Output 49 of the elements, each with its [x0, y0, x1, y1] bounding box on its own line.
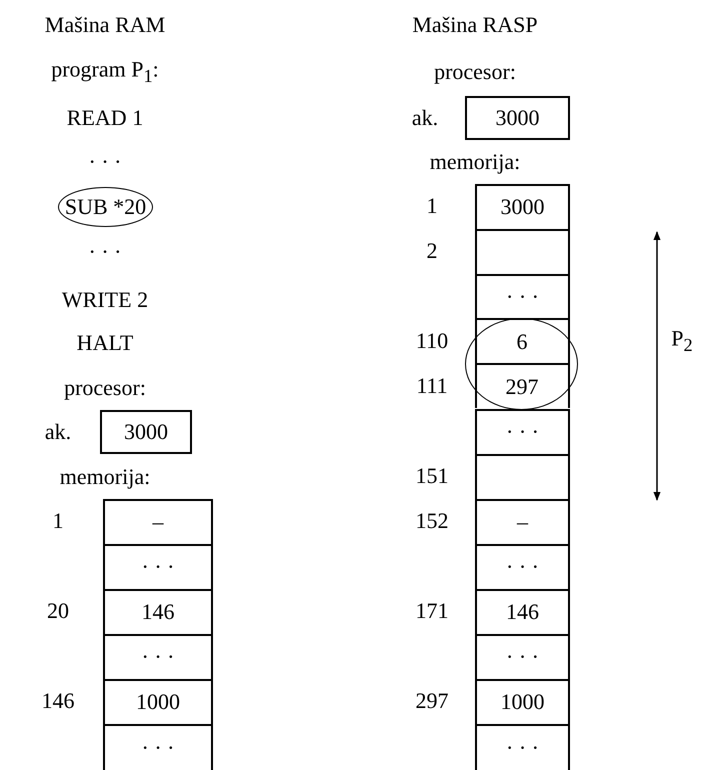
register-label: ak.	[44, 421, 72, 443]
address-label: 297	[416, 690, 448, 712]
address-label: 111	[416, 375, 448, 397]
address-label: 1	[52, 510, 64, 532]
instruction: WRITE 2	[62, 289, 148, 311]
heading: Mašina RAM	[44, 14, 166, 36]
memory-cell: · · ·	[103, 724, 213, 770]
instruction: READ 1	[66, 107, 144, 129]
register-label: ak.	[412, 107, 438, 129]
highlight-ellipse: SUB *20	[58, 187, 153, 227]
memory-cell: · · ·	[475, 544, 570, 588]
address-label: 146	[42, 690, 74, 712]
accumulator-box: 3000	[100, 410, 192, 454]
memory-cell: · · ·	[103, 634, 213, 678]
section-label: memorija:	[60, 466, 150, 488]
highlight-ellipse	[465, 318, 578, 410]
memory-cell: · · ·	[475, 724, 570, 770]
ellipsis: · · ·	[88, 151, 122, 173]
memory-cell: 6	[474, 318, 570, 363]
memory-cell: 1000	[475, 678, 570, 724]
range-label: P$_{2}$	[671, 328, 693, 354]
memory-cell: 146	[103, 588, 213, 634]
address-label: 152	[416, 510, 448, 532]
section-label: procesor:	[64, 377, 146, 399]
memory-cell: · · ·	[475, 634, 570, 678]
program-label: program P$_{1}$:	[51, 58, 159, 86]
address-label: 171	[416, 600, 448, 622]
ellipsis: · · ·	[88, 241, 122, 263]
address-label: 20	[47, 600, 69, 622]
section-label: procesor:	[434, 61, 516, 83]
memory-cell: 297	[474, 363, 570, 408]
memory-cell	[475, 454, 570, 498]
accumulator-box: 3000	[465, 96, 570, 140]
address-label: 2	[426, 240, 438, 262]
address-label: 1	[426, 195, 438, 217]
memory-cell: –	[475, 498, 570, 544]
memory-cell: 3000	[475, 184, 570, 228]
address-label: 110	[416, 330, 448, 352]
memory-cell: –	[103, 498, 213, 544]
address-label: 151	[416, 465, 448, 487]
memory-cell	[475, 228, 570, 274]
memory-cell: · · ·	[103, 544, 213, 588]
memory-cell: 146	[475, 588, 570, 634]
instruction: HALT	[76, 332, 134, 354]
memory-cell: 1000	[103, 678, 213, 724]
heading: Mašina RASP	[412, 14, 538, 36]
memory-cell: · · ·	[475, 274, 570, 318]
section-label: memorija:	[430, 151, 520, 173]
memory-cell: · · ·	[475, 408, 570, 454]
